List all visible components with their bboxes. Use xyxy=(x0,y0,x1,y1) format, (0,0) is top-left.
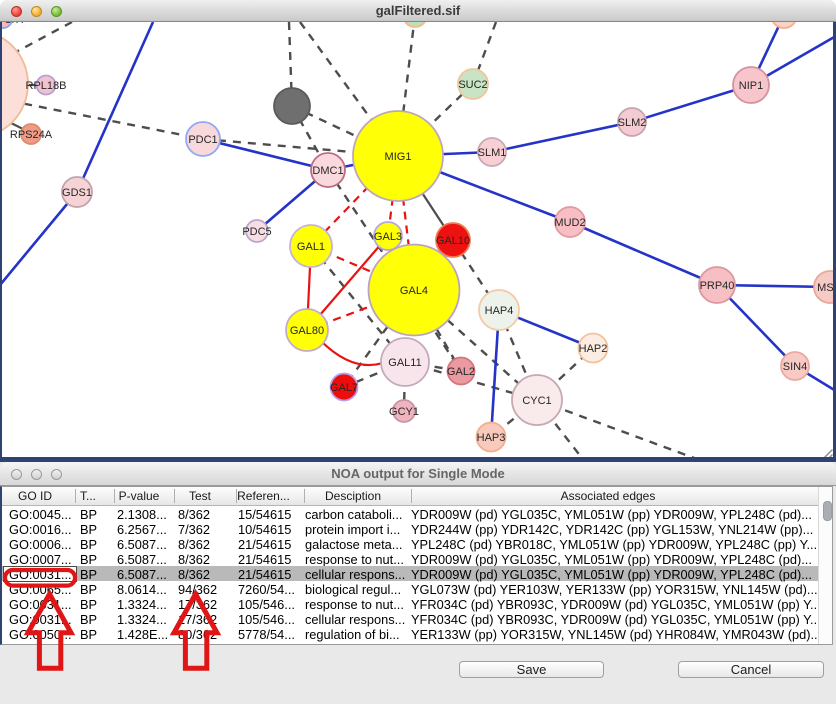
svg-text:GAL3: GAL3 xyxy=(374,231,402,243)
svg-text:PDC5: PDC5 xyxy=(242,226,271,238)
svg-text:HAP4: HAP4 xyxy=(485,305,514,317)
svg-text:MSI1: MSI1 xyxy=(817,282,836,294)
svg-text:RPL18B: RPL18B xyxy=(26,80,67,92)
svg-text:SIN4: SIN4 xyxy=(783,361,807,373)
svg-text:RPS24A: RPS24A xyxy=(10,129,53,141)
svg-text:PDC1: PDC1 xyxy=(188,134,217,146)
svg-text:PRP40: PRP40 xyxy=(700,280,735,292)
svg-text:HAP3: HAP3 xyxy=(477,432,506,444)
svg-text:GAL1: GAL1 xyxy=(297,241,325,253)
svg-text:GAL80: GAL80 xyxy=(290,325,324,337)
svg-text:MIG1: MIG1 xyxy=(385,151,412,163)
svg-text:GCY1: GCY1 xyxy=(389,406,419,418)
svg-text:SUC2: SUC2 xyxy=(458,79,487,91)
svg-text:MUD2: MUD2 xyxy=(554,217,585,229)
svg-text:GDS1: GDS1 xyxy=(62,187,92,199)
svg-text:GAL2: GAL2 xyxy=(447,366,475,378)
svg-text:GAL11: GAL11 xyxy=(388,357,421,369)
svg-text:SLM2: SLM2 xyxy=(618,117,647,129)
svg-text:DMC1: DMC1 xyxy=(312,165,343,177)
svg-text:SLM1: SLM1 xyxy=(478,147,507,159)
svg-text:GAL4: GAL4 xyxy=(400,285,428,297)
svg-text:CYC1: CYC1 xyxy=(522,395,551,407)
svg-text:HAP2: HAP2 xyxy=(579,343,608,355)
svg-text:NIP1: NIP1 xyxy=(739,80,763,92)
svg-text:GAL7: GAL7 xyxy=(330,382,358,394)
svg-text:GAL10: GAL10 xyxy=(436,235,470,247)
